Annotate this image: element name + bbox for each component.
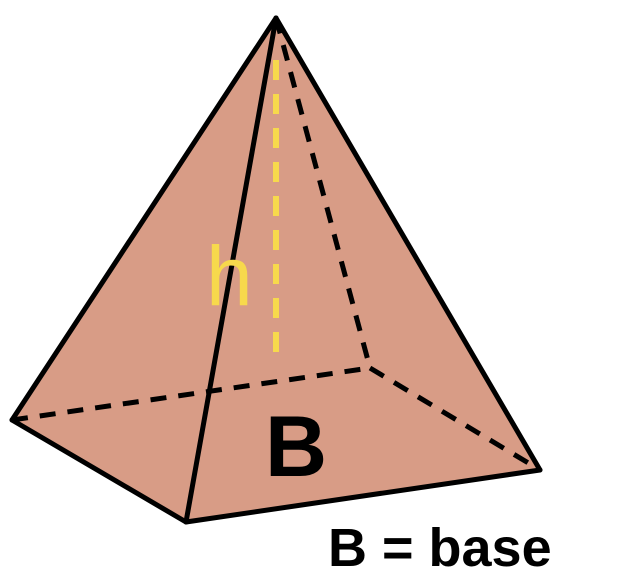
edge-base-front-right	[183, 467, 543, 525]
hidden-edge-apex-back	[273, 17, 373, 369]
base-label: B	[265, 399, 327, 495]
edge-base-front-left	[9, 417, 189, 525]
hidden-edge-back-right	[368, 365, 542, 473]
edge-apex-right	[273, 15, 543, 473]
hidden-edge-back-left	[11, 365, 371, 423]
edge-apex-front	[183, 15, 279, 525]
base-legend: B = base	[328, 518, 552, 572]
edge-apex-left	[9, 15, 279, 423]
height-label: h	[206, 229, 253, 323]
